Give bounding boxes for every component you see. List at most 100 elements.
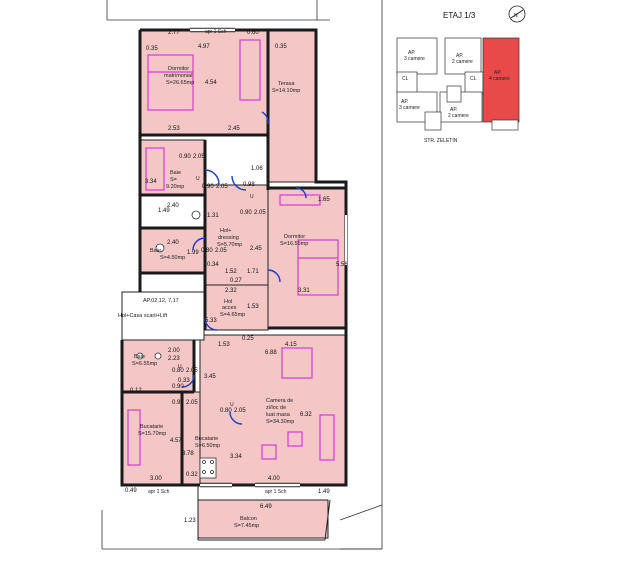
ceiling-c: U bbox=[178, 364, 182, 370]
ceiling-d: U bbox=[230, 402, 234, 408]
dim: 2.32 bbox=[225, 288, 237, 294]
doors bbox=[181, 111, 307, 425]
dim: 0.98 bbox=[243, 182, 255, 188]
dim: 2.05 bbox=[186, 368, 198, 374]
dim: 0.80 bbox=[172, 368, 184, 374]
label-dormitor2-b: S=16.55mp bbox=[280, 241, 308, 247]
label-dormitor-1c: S=26.65mp bbox=[166, 80, 194, 86]
label-baie3-a: Baie bbox=[134, 354, 145, 360]
windows bbox=[190, 29, 347, 486]
label-dressing-a: Hol+ bbox=[220, 228, 231, 234]
dim: 0.90 bbox=[202, 184, 214, 190]
dim: 2.05 bbox=[234, 408, 246, 414]
dim: 1.31 bbox=[207, 213, 219, 219]
window-label-a: apr 1 Sch bbox=[205, 29, 227, 35]
dim: 3.34 bbox=[230, 454, 242, 460]
window-label-c: apr 1 Sch bbox=[265, 489, 287, 495]
unit-1-l2: 3 camere bbox=[404, 56, 425, 62]
wardrobe bbox=[239, 39, 261, 101]
label-terasa-a: Terasa bbox=[278, 81, 295, 87]
dim: 2.05 bbox=[254, 210, 266, 216]
label-hol-b: acces bbox=[222, 305, 237, 311]
label-baie2-b: S=4.50mp bbox=[160, 255, 185, 261]
label-camera-d: S=34.30mp bbox=[266, 419, 294, 425]
dim: 6.88 bbox=[265, 350, 277, 356]
dim: 1.53 bbox=[218, 342, 230, 348]
label-dressing-b: dressing bbox=[218, 235, 239, 241]
unit-3-l1: AP. bbox=[494, 70, 501, 76]
room-terasa bbox=[267, 29, 317, 183]
dim: 2.00 bbox=[168, 348, 180, 354]
bed-double bbox=[147, 54, 194, 111]
dim: 2.05 bbox=[216, 184, 228, 190]
dim: 2.45 bbox=[250, 246, 262, 252]
label-balcon-a: Balcon bbox=[240, 516, 257, 522]
label-dormitor-1a: Dormitor bbox=[168, 66, 189, 72]
unit-5-l1: AP. bbox=[450, 107, 457, 113]
dim: 2.45 bbox=[228, 126, 240, 132]
sink bbox=[155, 243, 165, 253]
furniture bbox=[127, 39, 339, 466]
label-camera-c: luat masa bbox=[266, 412, 291, 418]
desk bbox=[279, 194, 321, 206]
dimensions: 2.77 0.60 0.35 4.97 0.35 4.54 2.53 2.45 … bbox=[125, 30, 348, 524]
label-dressing-c: S=5.70mp bbox=[217, 242, 242, 248]
dim: 1.49 bbox=[318, 489, 330, 495]
dim: 4.57 bbox=[170, 438, 182, 444]
unit-5-l2: 2 camere bbox=[448, 113, 469, 119]
label-baie1-b: S= bbox=[170, 177, 177, 183]
label-bucatarie1-a: Bucatarie bbox=[140, 424, 163, 430]
walls bbox=[120, 28, 348, 487]
dim: 5.33 bbox=[205, 318, 217, 324]
unit-4-l2: 3 camere bbox=[399, 105, 420, 111]
bed-single bbox=[297, 239, 339, 296]
dim: 0.60 bbox=[247, 30, 259, 36]
toilet bbox=[191, 210, 201, 220]
label-bucatarie2-b: S=6.50mp bbox=[195, 443, 220, 449]
dim: 0.90 bbox=[179, 154, 191, 160]
room-hall-core bbox=[121, 291, 205, 341]
dining-table bbox=[281, 347, 313, 379]
dim: 0.12 bbox=[130, 388, 142, 394]
keyplan-title: ETAJ 1/3 bbox=[443, 11, 476, 20]
dim: 0.90 bbox=[172, 384, 184, 390]
label-dormitor2-a: Dormitor bbox=[284, 234, 305, 240]
street-name: STR. ZELETIN bbox=[424, 138, 458, 144]
ceiling-b: U bbox=[250, 194, 254, 200]
dim: 0.90 bbox=[172, 400, 184, 406]
dim: 2.40 bbox=[167, 203, 179, 209]
dim: 1.99 bbox=[187, 250, 199, 256]
dim: 3.00 bbox=[150, 476, 162, 482]
dim: 6.32 bbox=[300, 412, 312, 418]
label-hol-c: S=4.65mp bbox=[220, 312, 245, 318]
dim: 3.31 bbox=[298, 288, 310, 294]
dim: 4.15 bbox=[285, 342, 297, 348]
north-letter: N bbox=[514, 13, 518, 19]
window-label-b: apr 1 Sch bbox=[148, 489, 170, 495]
dim: 4.54 bbox=[205, 80, 217, 86]
dim: 1.49 bbox=[158, 208, 170, 214]
key-plan: ETAJ 1/3 N AP. 3 camere AP. 2 camere AP.… bbox=[396, 5, 526, 144]
label-balcon-b: S=7.45mp bbox=[234, 523, 259, 529]
dim: 2.53 bbox=[168, 126, 180, 132]
label-baie3-b: S=6.55mp bbox=[132, 361, 157, 367]
dim: 1.52 bbox=[225, 269, 237, 275]
site-outline bbox=[101, 0, 383, 550]
ceiling-a: U bbox=[196, 176, 200, 182]
dim: 0.35 bbox=[146, 46, 158, 52]
balcony-outline bbox=[197, 485, 331, 541]
label-dormitor-1b: matrimonial bbox=[164, 73, 192, 79]
misc-labels: AP.02,12, 7,17 Hol+Casa scarii+Lift apr … bbox=[118, 29, 287, 495]
unit-2-l1: AP. bbox=[456, 53, 463, 59]
kitchen-counter bbox=[127, 409, 141, 466]
unit-1-l1: AP. bbox=[408, 50, 415, 56]
bathtub bbox=[145, 147, 165, 191]
rooms bbox=[121, 29, 347, 539]
fixtures bbox=[136, 210, 217, 479]
tv-unit bbox=[261, 444, 277, 460]
north-arrow: N bbox=[508, 5, 526, 23]
dim: 3.34 bbox=[145, 179, 157, 185]
dim: 0.27 bbox=[230, 278, 242, 284]
label-terasa-b: S=14.10mp bbox=[272, 88, 300, 94]
dim: 2.40 bbox=[167, 240, 179, 246]
